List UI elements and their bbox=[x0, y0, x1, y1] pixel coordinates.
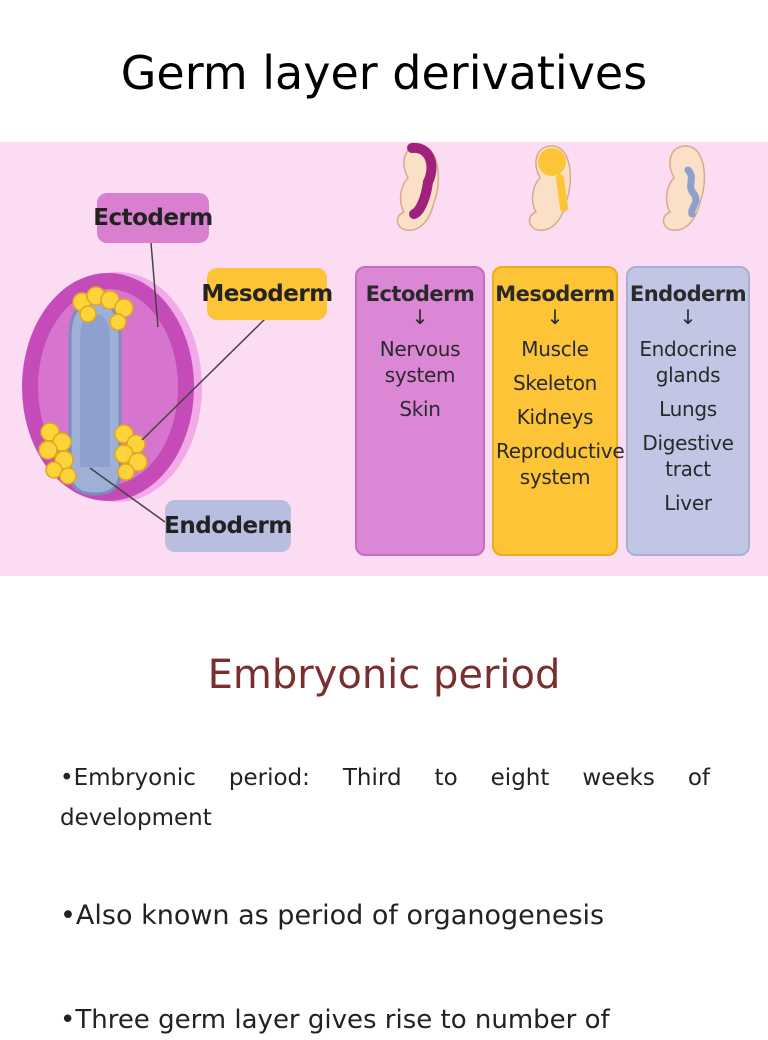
embryo-cross-section-illustration bbox=[22, 242, 267, 523]
mesoderm-column: Mesoderm ↓ Muscle Skeleton Kidneys Repro… bbox=[492, 266, 625, 556]
bullet-point: •Embryonic period: Third to eight weeks … bbox=[60, 765, 710, 831]
endoderm-label: Endoderm bbox=[164, 500, 292, 552]
ectoderm-item: Skin bbox=[399, 397, 441, 421]
ectoderm-column-header: Ectoderm bbox=[365, 282, 475, 306]
mesoderm-item: Reproductive system bbox=[496, 439, 625, 489]
ectoderm-item: Nervous system bbox=[379, 337, 461, 387]
bullet-point: •Three germ layer gives rise to number o… bbox=[60, 1005, 610, 1035]
embryo-mesoderm-icon bbox=[528, 145, 572, 231]
down-arrow-icon: ↓ bbox=[679, 305, 697, 329]
endoderm-item: Digestive tract bbox=[642, 431, 734, 481]
mesoderm-clusters bbox=[38, 286, 148, 485]
mesoderm-column-header: Mesoderm bbox=[495, 282, 615, 306]
embryo-ectoderm-icon bbox=[396, 142, 440, 231]
mesoderm-item: Skeleton bbox=[512, 371, 598, 395]
mesoderm-label: Mesoderm bbox=[201, 268, 333, 320]
section-title: Embryonic period bbox=[207, 652, 561, 698]
bullet-point: •Also known as period of organogenesis bbox=[60, 900, 605, 931]
ectoderm-label: Ectoderm bbox=[93, 193, 213, 243]
mesoderm-item: Muscle bbox=[521, 337, 589, 361]
germ-layer-diagram: Ectoderm Mesoderm Endoderm Ectoderm ↓ Ne… bbox=[0, 142, 768, 576]
endoderm-item: Lungs bbox=[659, 397, 717, 421]
ectoderm-column: Ectoderm ↓ Nervous system Skin bbox=[355, 266, 485, 556]
inner-tube bbox=[80, 314, 110, 467]
slide-title: Germ layer derivatives bbox=[120, 46, 648, 100]
mesoderm-pointer bbox=[141, 317, 267, 441]
down-arrow-icon: ↓ bbox=[411, 305, 429, 329]
endoderm-item: Endocrine glands bbox=[639, 337, 737, 387]
endoderm-column: Endoderm ↓ Endocrine glands Lungs Digest… bbox=[626, 266, 750, 556]
embryo-endoderm-icon bbox=[662, 145, 706, 231]
endoderm-pointer bbox=[89, 467, 166, 523]
endoderm-column-header: Endoderm bbox=[629, 282, 747, 306]
endoderm-item: Liver bbox=[664, 491, 712, 515]
ectoderm-pointer bbox=[150, 242, 159, 328]
mesoderm-item: Kidneys bbox=[516, 405, 594, 429]
down-arrow-icon: ↓ bbox=[546, 305, 564, 329]
